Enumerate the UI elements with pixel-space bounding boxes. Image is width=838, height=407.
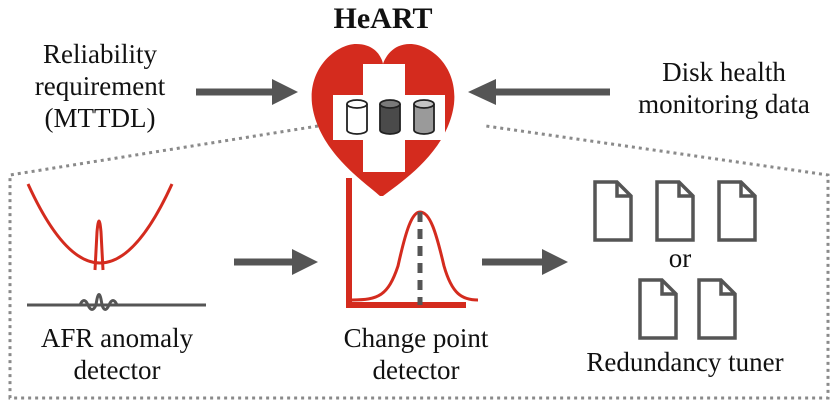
redundancy-tuner-label: Redundancy tuner (586, 347, 784, 377)
document-icon (655, 180, 695, 242)
label-line: Change point (343, 323, 489, 353)
disk-icon-white (346, 99, 368, 135)
label-line: requirement (34, 71, 166, 101)
arrow-afr-to-changepoint (234, 249, 318, 275)
arrow-changepoint-to-tuner (482, 249, 568, 275)
redundancy-option-a (593, 180, 757, 242)
afr-anomaly-detector-label: AFR anomaly detector (6, 322, 228, 386)
document-icon (697, 278, 737, 340)
change-point-icon (346, 178, 479, 308)
redundancy-option-b (638, 278, 737, 340)
afr-anomaly-icon (26, 183, 206, 311)
disk-icon-dark (379, 99, 401, 135)
label-line: detector (372, 355, 460, 385)
disk-health-label: Disk health monitoring data (614, 56, 834, 120)
document-icon (593, 180, 633, 242)
label-line: (MTTDL) (44, 103, 156, 133)
document-icon (717, 180, 757, 242)
change-point-detector-label: Change point detector (316, 322, 516, 386)
label-line: Reliability (43, 39, 157, 69)
reliability-requirement-label: Reliability requirement (MTTDL) (10, 38, 190, 134)
document-icon (638, 278, 678, 340)
disk-icon-gray (413, 99, 435, 135)
label-line: detector (73, 355, 161, 385)
label-line: Disk health (662, 57, 786, 87)
arrow-reliability-to-heart (196, 79, 298, 105)
label-line: monitoring data (638, 89, 810, 119)
arrow-diskhealth-to-heart (468, 79, 610, 105)
dotted-enclosure (8, 124, 830, 400)
label-line: AFR anomaly (40, 323, 194, 353)
or-label: or (668, 243, 692, 273)
diagram-title: HeART (333, 2, 433, 35)
